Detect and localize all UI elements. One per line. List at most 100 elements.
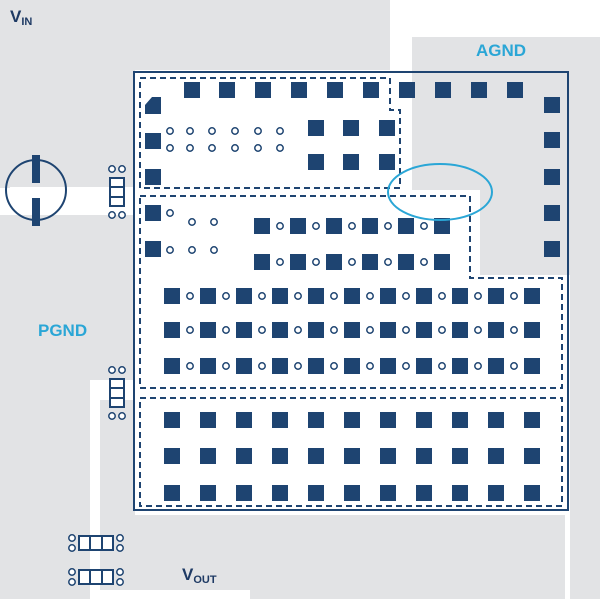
pad — [524, 322, 540, 338]
pad — [544, 132, 560, 148]
vout-label: VOUT — [182, 566, 217, 586]
via — [366, 362, 374, 370]
region-outlines — [133, 71, 569, 511]
pad — [362, 254, 378, 270]
pad — [236, 448, 252, 464]
pad — [308, 358, 324, 374]
pad — [200, 485, 216, 501]
via — [108, 366, 116, 374]
pad — [524, 288, 540, 304]
pad — [416, 358, 432, 374]
pad — [399, 82, 415, 98]
via — [438, 326, 446, 334]
pad — [416, 288, 432, 304]
pad — [398, 218, 414, 234]
vin-label-main: V — [10, 7, 22, 26]
capacitor-mid — [109, 186, 125, 198]
via — [68, 568, 76, 576]
via — [402, 326, 410, 334]
via — [254, 127, 262, 135]
pad — [145, 205, 161, 221]
pad — [344, 448, 360, 464]
vin-label-sub: IN — [21, 16, 33, 28]
pgnd-label: PGND — [38, 321, 88, 340]
pad — [236, 288, 252, 304]
via — [312, 258, 320, 266]
via — [186, 362, 194, 370]
pad — [544, 169, 560, 185]
pad — [272, 412, 288, 428]
capacitor-icon — [78, 535, 114, 551]
via — [348, 222, 356, 230]
via — [384, 258, 392, 266]
pad — [200, 288, 216, 304]
pad — [524, 485, 540, 501]
via — [294, 362, 302, 370]
via — [330, 362, 338, 370]
external-parts — [5, 155, 67, 226]
pad — [236, 485, 252, 501]
pad — [308, 448, 324, 464]
via — [312, 222, 320, 230]
pad — [471, 82, 487, 98]
pad — [507, 82, 523, 98]
via — [68, 578, 76, 586]
capacitor-mid — [89, 569, 103, 585]
pad — [200, 448, 216, 464]
capacitor-icon — [109, 177, 125, 207]
vin-label: VIN — [10, 8, 32, 28]
vin-plane-connector — [0, 187, 10, 188]
pad — [380, 288, 396, 304]
pads-layer — [145, 82, 560, 501]
pad — [164, 358, 180, 374]
via — [116, 534, 124, 542]
pad — [524, 448, 540, 464]
pad — [254, 254, 270, 270]
pad — [272, 358, 288, 374]
pad — [254, 218, 270, 234]
via — [438, 362, 446, 370]
pad — [544, 241, 560, 257]
pad — [272, 448, 288, 464]
pad — [452, 358, 468, 374]
pad — [200, 358, 216, 374]
capacitor-icon — [78, 569, 114, 585]
via — [276, 127, 284, 135]
vin-zone-dashed — [139, 77, 401, 189]
via — [510, 292, 518, 300]
via — [294, 326, 302, 334]
pad — [344, 412, 360, 428]
pad — [398, 254, 414, 270]
pad-pin1 — [145, 97, 161, 114]
via — [330, 326, 338, 334]
via — [188, 246, 196, 254]
pad — [344, 485, 360, 501]
pad — [200, 412, 216, 428]
pad — [488, 358, 504, 374]
via — [474, 326, 482, 334]
via — [108, 211, 116, 219]
via — [222, 292, 230, 300]
pad — [236, 412, 252, 428]
vout-plane — [100, 400, 565, 599]
agnd-plane — [412, 37, 600, 599]
via — [108, 412, 116, 420]
pad — [416, 412, 432, 428]
pad — [164, 448, 180, 464]
pad — [380, 448, 396, 464]
via — [474, 292, 482, 300]
pad — [308, 288, 324, 304]
pad — [380, 358, 396, 374]
via — [420, 258, 428, 266]
pad — [145, 169, 161, 185]
via — [186, 292, 194, 300]
via — [186, 326, 194, 334]
via — [510, 326, 518, 334]
pad — [344, 358, 360, 374]
via — [258, 326, 266, 334]
pad — [416, 322, 432, 338]
via — [276, 222, 284, 230]
pad — [344, 322, 360, 338]
via — [231, 144, 239, 152]
